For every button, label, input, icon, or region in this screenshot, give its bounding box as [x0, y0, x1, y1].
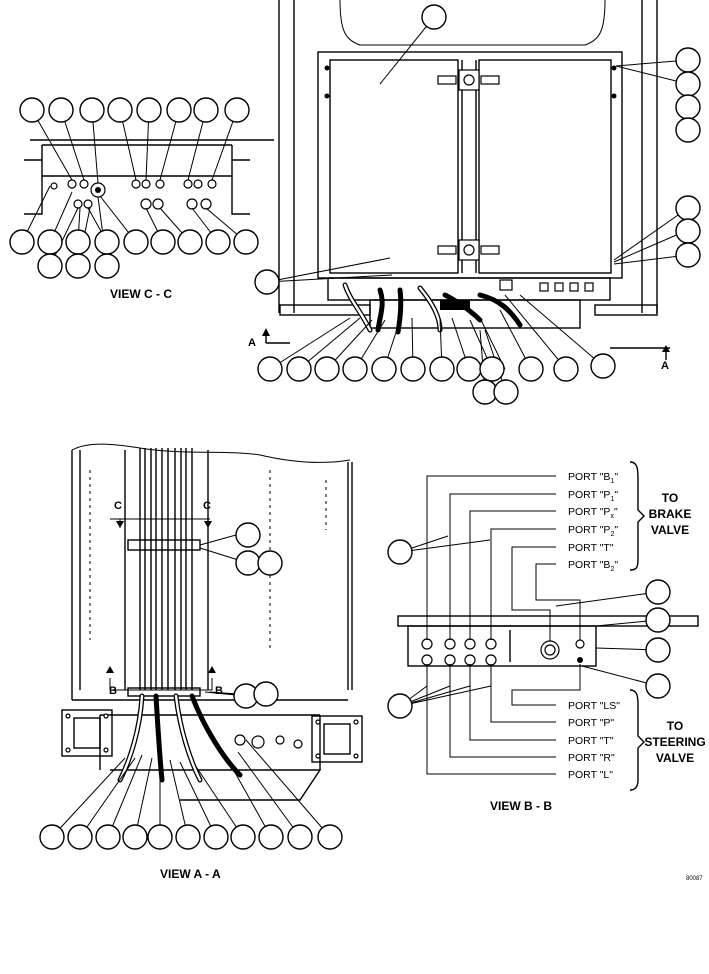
svg-text:TO: TO [662, 491, 678, 505]
manifold-ports [421, 638, 585, 666]
port-t-brake-label: PORT "T" [568, 542, 614, 554]
view-a-a: C C B B [39, 443, 363, 881]
svg-text:STEERING: STEERING [644, 735, 705, 749]
section-a-right-label: A [661, 360, 669, 372]
brake-valve-group-label: TO BRAKE VALVE [649, 491, 692, 537]
view-c-c-title: VIEW C - C [110, 287, 172, 301]
callout-balloons-a-a [39, 522, 343, 850]
port-flange-left [61, 709, 113, 757]
steering-port-labels: PORT "LS" PORT "P" PORT "T" PORT "R" POR… [568, 700, 620, 781]
bulkhead-fittings-c [50, 179, 217, 210]
brake-port-labels: PORT "B1" PORT "P1" PORT "Px" PORT "P2" … [568, 471, 618, 573]
steering-valve-group-label: TO STEERING VALVE [644, 719, 705, 765]
callout-balloons-c-c [9, 97, 259, 279]
callout-balloons-b-b [387, 539, 671, 719]
port-t-steering-label: PORT "T" [568, 735, 614, 747]
section-b-left-label: B [109, 685, 117, 697]
svg-text:VALVE: VALVE [656, 751, 694, 765]
port-r-label: PORT "R" [568, 752, 615, 764]
svg-text:TO: TO [667, 719, 683, 733]
port-ls-label: PORT "LS" [568, 700, 620, 712]
port-p1-label: PORT "P1" [568, 489, 618, 503]
view-c-c: VIEW C - C [9, 97, 274, 301]
section-c-right-label: C [203, 500, 211, 512]
port-p2-label: PORT "P2" [568, 524, 618, 538]
port-px-label: PORT "Px" [568, 506, 618, 520]
door-hinge [437, 69, 500, 261]
port-flange-right [311, 715, 363, 763]
callout-balloons-elevation [254, 4, 701, 405]
hose-bundle-vertical [139, 448, 193, 690]
port-b1-label: PORT "B1" [568, 471, 618, 485]
port-b2-label: PORT "B2" [568, 559, 618, 573]
port-p-label: PORT "P" [568, 717, 614, 729]
drawing-number: 80087 [686, 876, 703, 882]
view-b-b-title: VIEW B - B [490, 799, 552, 813]
port-l-label: PORT "L" [568, 769, 613, 781]
section-c-left-label: C [114, 500, 122, 512]
section-a-left-label: A [248, 337, 256, 349]
view-a-a-title: VIEW A - A [160, 867, 221, 881]
view-b-b: PORT "B1" PORT "P1" PORT "Px" PORT "P2" … [387, 461, 706, 813]
svg-text:VALVE: VALVE [651, 523, 689, 537]
svg-text:BRAKE: BRAKE [649, 507, 692, 521]
rear-elevation-view: A A [248, 0, 701, 405]
section-b-right-label: B [215, 685, 223, 697]
